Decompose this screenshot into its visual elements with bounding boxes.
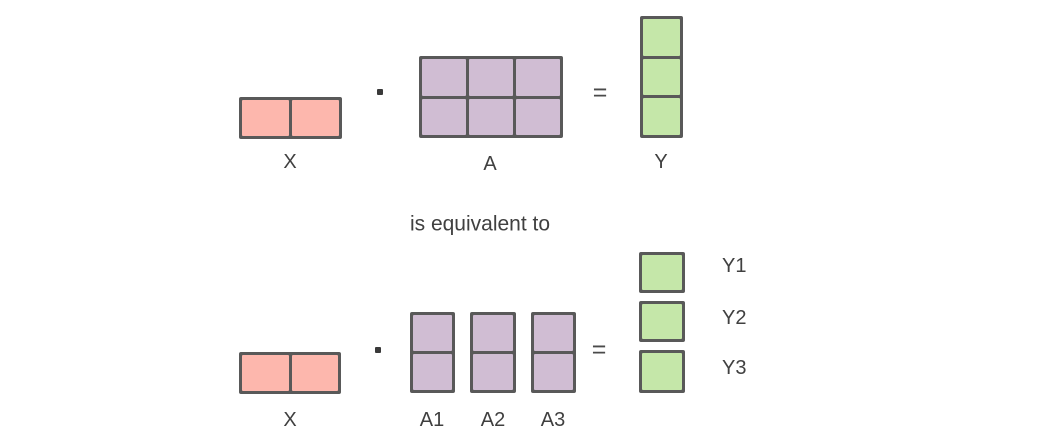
matrix-cell [413,315,452,351]
label-x-top: X [283,151,297,173]
matrix-cell [422,98,466,135]
matrix-cell [642,304,682,339]
matrix-cell [292,100,339,136]
matrix-cell [642,255,682,290]
matrix-a3-column [531,312,576,393]
dot-operator-icon [377,89,383,95]
matrix-cell [643,19,680,56]
matrix-y2-cell [639,301,685,342]
matrix-a-top [419,56,563,138]
label-y1: Y1 [722,255,747,277]
matrix-cell [422,59,466,96]
equals-sign-bottom: = [591,335,607,364]
matrix-y1-cell [639,252,685,293]
equivalence-caption: is equivalent to [409,212,551,236]
matrix-cell [534,354,573,390]
label-y2: Y2 [722,307,747,329]
matrix-cell [291,355,338,391]
label-a3: A3 [540,409,566,431]
label-y3: Y3 [722,357,747,379]
matrix-cell [643,58,680,96]
label-y-top: Y [654,151,668,173]
matrix-cell [516,98,560,135]
matrix-y-top [640,16,683,138]
matrix-a1-column [410,312,455,393]
matrix-cell [242,100,289,136]
matrix-cell [642,353,682,390]
label-a2: A2 [480,409,506,431]
matrix-cell [643,98,680,135]
matrix-cell [469,98,513,135]
matrix-cell [413,354,452,390]
matrix-x-bottom [239,352,341,394]
label-a1: A1 [419,409,445,431]
matrix-cell [469,59,513,96]
dot-operator-icon [375,347,381,353]
matrix-a2-column [470,312,516,393]
matrix-cell [473,315,513,351]
label-x-bottom: X [283,409,297,431]
label-a-top: A [483,153,497,175]
matrix-x-top [239,97,342,139]
matrix-cell [473,354,513,390]
matrix-cell [534,315,573,351]
matrix-cell [242,355,289,391]
matrix-y3-cell [639,350,685,393]
matrix-cell [516,59,560,96]
equals-sign-top: = [592,78,608,107]
